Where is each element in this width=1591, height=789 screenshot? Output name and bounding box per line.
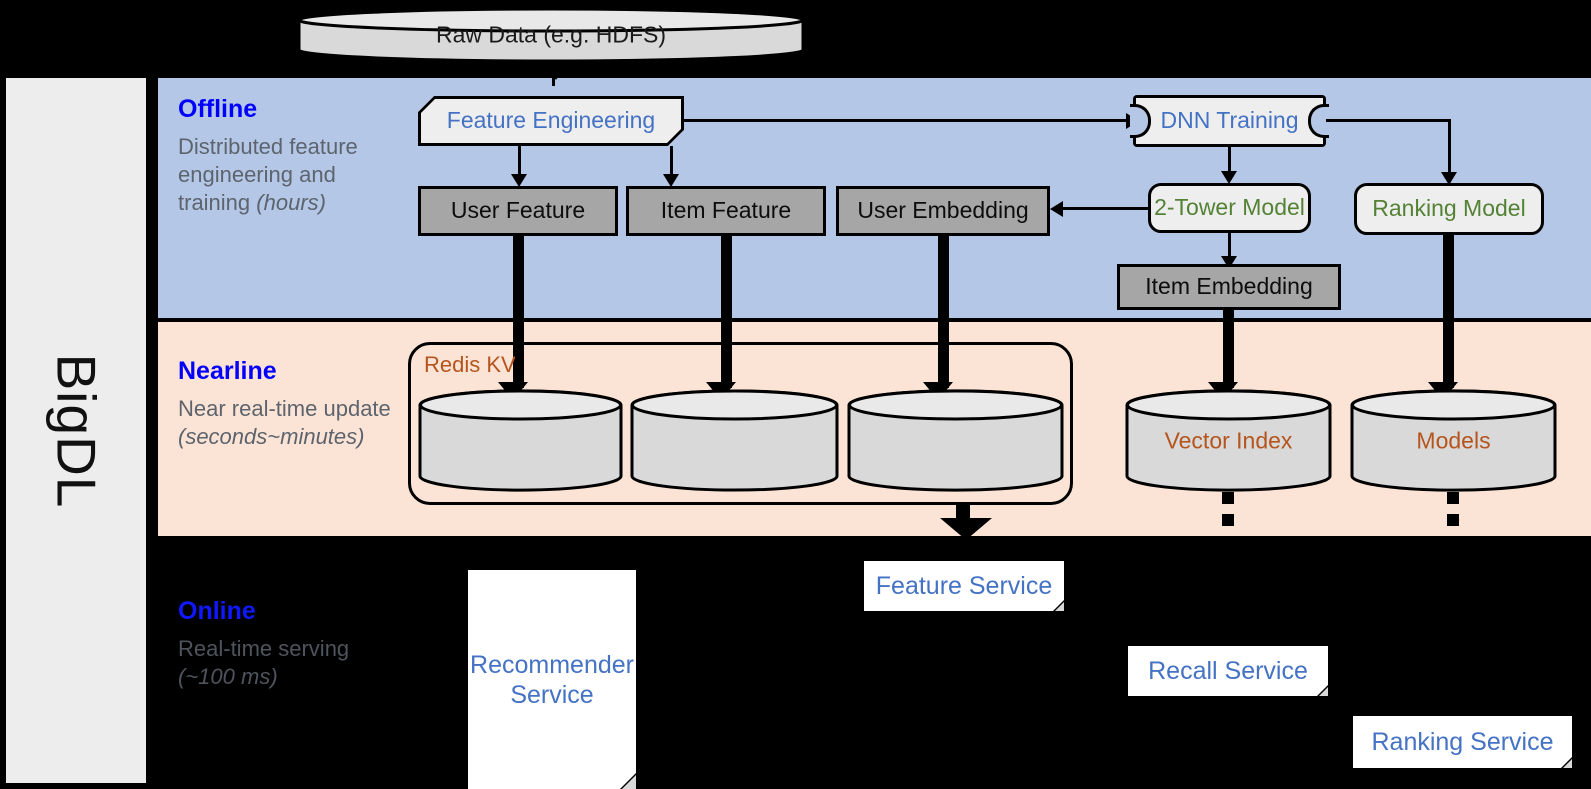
online-subtitle-plain: Real-time serving <box>178 635 350 661</box>
dash-models-1 <box>1447 492 1459 504</box>
offline-title: Offline <box>178 95 258 123</box>
online-band-text: Online Real-time serving (~100 ms) <box>178 597 393 691</box>
offline-band-text: Offline Distributed feature engineering … <box>178 95 393 217</box>
arrowhead-dnn-to-two-tower <box>1221 171 1237 184</box>
models-label: Models <box>1416 427 1491 453</box>
pipe-item-embedding-to-vector-index <box>1223 310 1234 388</box>
feature-engineering-label: Feature Engineering <box>446 107 656 134</box>
arrowhead-redis-to-feature-service <box>940 518 992 540</box>
item-embedding-label: Item Embedding <box>1145 273 1313 300</box>
arrowhead-fe-to-item-feature <box>663 174 679 187</box>
node-feature-service[interactable]: Feature Service <box>864 561 1064 611</box>
node-user-feature[interactable]: User Feature <box>418 186 618 236</box>
node-recommender-service[interactable]: Recommender Service <box>468 570 636 789</box>
connector-dnn-to-two-tower <box>1228 147 1231 175</box>
dash-vector-index-2 <box>1222 514 1234 526</box>
bigdl-label: BigDL <box>6 78 146 783</box>
nearline-band-text: Nearline Near real-time update (seconds~… <box>178 357 413 451</box>
online-subtitle-italic: (~100 ms) <box>178 663 278 689</box>
connector-dnn-to-ranking-v <box>1448 119 1451 176</box>
ranking-service-fold-inner <box>1563 759 1572 768</box>
ranking-model-label: Ranking Model <box>1372 195 1526 222</box>
online-title: Online <box>178 597 256 625</box>
nearline-subtitle-italic: (seconds~minutes) <box>178 423 365 449</box>
dnn-training-fill <box>1136 98 1323 144</box>
recommender-service-fold-inner <box>622 775 636 789</box>
arrowhead-two-tower-to-user-embedding <box>1050 201 1063 217</box>
dash-vector-index-1 <box>1222 492 1234 504</box>
bigdl-label-text: BigDL <box>45 353 107 508</box>
nearline-title: Nearline <box>178 357 277 385</box>
node-feature-engineering[interactable]: Feature Engineering <box>418 96 684 146</box>
node-user-embedding[interactable]: User Embedding <box>836 186 1050 236</box>
nearline-subtitle-plain: Near real-time update <box>178 395 391 421</box>
item-feature-label: Item Feature <box>660 197 792 224</box>
pipe-user-feature-to-store <box>513 236 524 388</box>
dash-models-2 <box>1447 514 1459 526</box>
ranking-service-label: Ranking Service <box>1371 728 1554 756</box>
raw-data-cylinder: Raw Data (e.g. HDFS) <box>296 6 806 64</box>
node-recall-service[interactable]: Recall Service <box>1128 646 1328 696</box>
bigdl-framework-rail: BigDL <box>6 78 146 783</box>
arrowhead-rawdata-to-fe <box>544 62 568 80</box>
node-ranking-service[interactable]: Ranking Service <box>1353 716 1572 768</box>
feature-engineering-fill <box>421 99 681 143</box>
node-item-embedding[interactable]: Item Embedding <box>1117 264 1341 310</box>
connector-fe-to-dnn <box>684 119 1131 122</box>
store-item-feature-cylinder[interactable] <box>629 388 840 493</box>
offline-subtitle: Distributed feature engineering and trai… <box>178 133 393 217</box>
store-user-feature-cylinder[interactable] <box>417 388 624 493</box>
dnn-training-label: DNN Training <box>1160 107 1299 134</box>
connector-two-tower-to-user-embedding <box>1063 207 1151 210</box>
offline-subtitle-italic: (hours) <box>256 189 326 215</box>
user-feature-label: User Feature <box>450 197 586 224</box>
redis-kv-label: Redis KV <box>424 352 516 377</box>
pipe-ranking-model-to-models <box>1443 235 1454 388</box>
pipe-item-feature-to-store <box>721 236 732 388</box>
recall-service-label: Recall Service <box>1148 657 1308 685</box>
online-subtitle: Real-time serving (~100 ms) <box>178 635 393 691</box>
models-cylinder[interactable]: Models <box>1349 388 1558 493</box>
connector-two-tower-to-item-embedding <box>1228 233 1231 261</box>
store-user-embedding-cylinder[interactable] <box>846 388 1065 493</box>
pipe-redis-to-feature-service <box>956 505 970 521</box>
redis-kv-group <box>408 342 1073 505</box>
feature-service-fold-inner <box>1055 602 1064 611</box>
node-ranking-model[interactable]: Ranking Model <box>1354 183 1544 235</box>
connector-fe-to-item-feature <box>670 146 673 178</box>
user-embedding-label: User Embedding <box>857 197 1029 224</box>
two-tower-model-label: 2-Tower Model <box>1154 194 1305 221</box>
connector-dnn-to-ranking-h <box>1326 119 1451 122</box>
dnn-training-right-notch <box>1308 104 1329 138</box>
connector-fe-to-user-feature <box>518 146 521 178</box>
offline-subtitle-plain: Distributed feature engineering and trai… <box>178 133 358 215</box>
node-dnn-training[interactable]: DNN Training <box>1130 95 1329 147</box>
vector-index-cylinder[interactable]: Vector Index <box>1124 388 1333 493</box>
feature-service-label: Feature Service <box>875 572 1053 600</box>
node-item-feature[interactable]: Item Feature <box>626 186 826 236</box>
nearline-subtitle: Near real-time update (seconds~minutes) <box>178 395 413 451</box>
node-two-tower-model[interactable]: 2-Tower Model <box>1148 183 1311 233</box>
arrowhead-fe-to-user-feature <box>511 174 527 187</box>
recall-service-fold-inner <box>1319 687 1328 696</box>
recommender-service-label: Recommender Service <box>470 650 634 709</box>
vector-index-label: Vector Index <box>1164 427 1293 453</box>
pipe-user-embedding-to-store <box>938 236 949 388</box>
raw-data-label: Raw Data (e.g. HDFS) <box>435 21 667 48</box>
dnn-training-left-notch <box>1130 104 1151 138</box>
arrowhead-dnn-to-ranking <box>1441 172 1457 185</box>
